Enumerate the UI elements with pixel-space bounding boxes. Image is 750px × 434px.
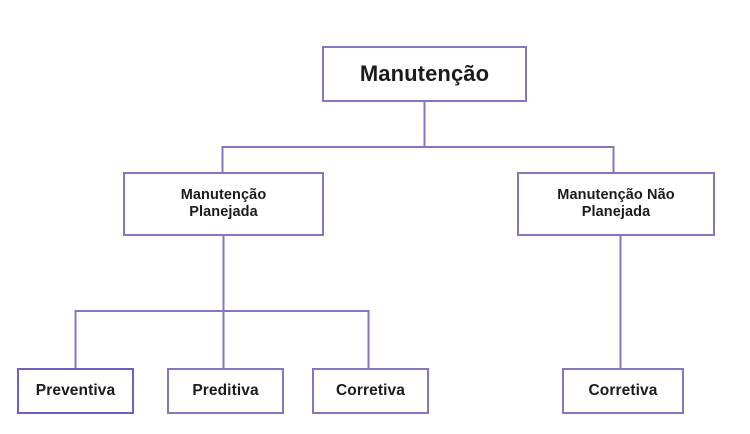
node-label-nao-planejada: Manutenção Não Planejada bbox=[557, 186, 675, 220]
node-label-root: Manutenção bbox=[359, 61, 490, 87]
node-corretiva-nao-planejada[interactable]: Corretiva bbox=[562, 368, 684, 414]
node-label-corretiva-nao-planejada: Corretiva bbox=[588, 381, 658, 399]
node-label-planejada: Manutenção Planejada bbox=[180, 186, 267, 220]
node-planejada[interactable]: Manutenção Planejada bbox=[123, 172, 324, 236]
node-root[interactable]: Manutenção bbox=[322, 46, 527, 102]
node-label-corretiva-planejada: Corretiva bbox=[336, 381, 405, 399]
node-preditiva[interactable]: Preditiva bbox=[167, 368, 284, 414]
node-preventiva[interactable]: Preventiva bbox=[17, 368, 134, 414]
node-corretiva-planejada[interactable]: Corretiva bbox=[312, 368, 429, 414]
node-label-preventiva: Preventiva bbox=[35, 381, 116, 399]
node-label-preditiva: Preditiva bbox=[192, 381, 259, 399]
node-nao-planejada[interactable]: Manutenção Não Planejada bbox=[517, 172, 715, 236]
